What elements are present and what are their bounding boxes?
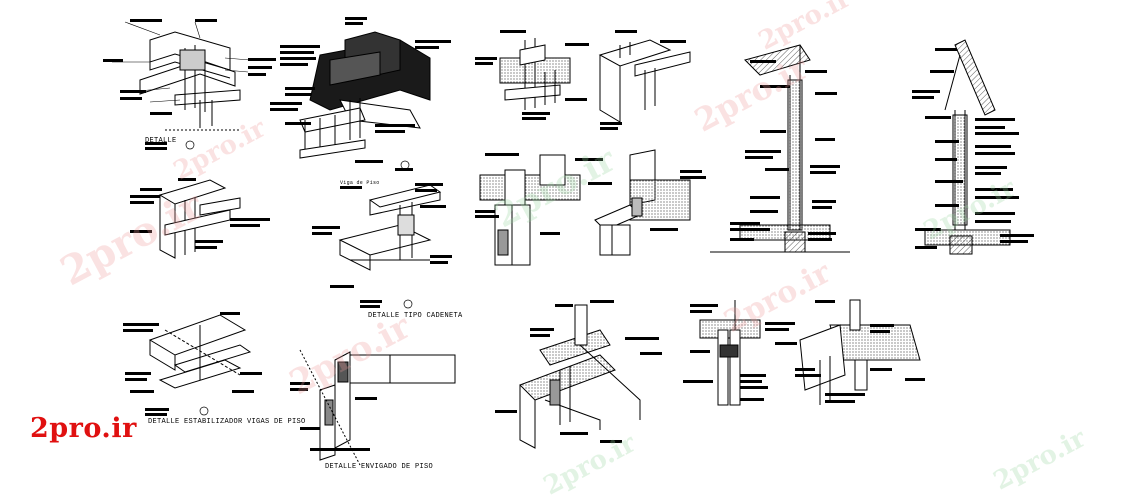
cad-drawing-sheet xyxy=(103,17,1034,466)
detail-section-bottom xyxy=(699,300,761,406)
wall-section-2-tags xyxy=(912,48,1034,249)
caption-detalle-tipo-cadeneta: DETALLE TIPO CADENETA xyxy=(368,312,463,320)
detail-anchor-plate xyxy=(299,31,431,159)
detail-4-tags xyxy=(600,30,686,130)
site-logo: 2pro.ir xyxy=(30,413,137,444)
floor-plan-tags xyxy=(795,300,925,403)
detail-floor-perspective xyxy=(519,304,641,449)
box-beam-tags xyxy=(475,153,603,235)
wall-section-1-tags xyxy=(730,60,840,241)
perspective-tags xyxy=(495,300,662,443)
detail-perfil-beam xyxy=(598,39,691,123)
perfil-connection-tags xyxy=(588,170,706,231)
detail-tipo-cadeneta xyxy=(338,184,442,271)
caption-detalle: DETALLE xyxy=(145,137,177,145)
caption-viga-de-piso: Viga de Piso xyxy=(340,180,380,186)
wall-section-1 xyxy=(710,44,850,253)
section-bottom-tags xyxy=(683,304,797,401)
detail-perfil-connection xyxy=(594,149,691,256)
detail-1-tags xyxy=(103,19,276,150)
wall-section-2 xyxy=(924,39,1011,255)
envigado-tags xyxy=(290,382,377,451)
detail-joist-hanger xyxy=(499,38,571,110)
caption-detalle-envigado: DETALLE ENVIGADO DE PISO xyxy=(325,463,434,471)
detail-floor-plan-right xyxy=(799,299,921,405)
detail-3-tags xyxy=(475,30,589,120)
detail-beam-column-1 xyxy=(139,31,241,131)
cadeneta-center-tags xyxy=(312,183,452,309)
detail-estabilizador xyxy=(148,314,252,389)
cadeneta-left-tags xyxy=(130,178,270,249)
detail-2-tags xyxy=(270,17,451,171)
detail-box-beam xyxy=(479,154,581,266)
detail-envigado xyxy=(299,349,456,466)
caption-detalle-estabilizador: DETALLE ESTABILIZADOR VIGAS DE PISO xyxy=(148,418,306,426)
estabilizador-tags xyxy=(123,312,262,416)
